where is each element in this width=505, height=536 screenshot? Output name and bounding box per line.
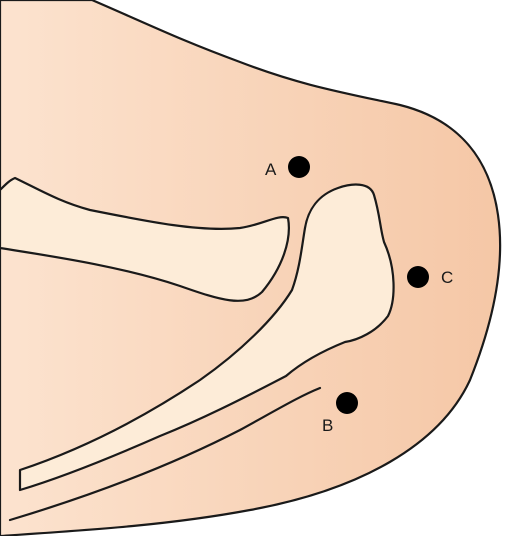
point-c-marker [407,266,429,288]
point-c-label: C [441,268,453,287]
point-a-marker [288,156,310,178]
point-a-label: A [265,160,277,179]
point-b-label: B [322,416,333,435]
point-b-marker [336,392,358,414]
